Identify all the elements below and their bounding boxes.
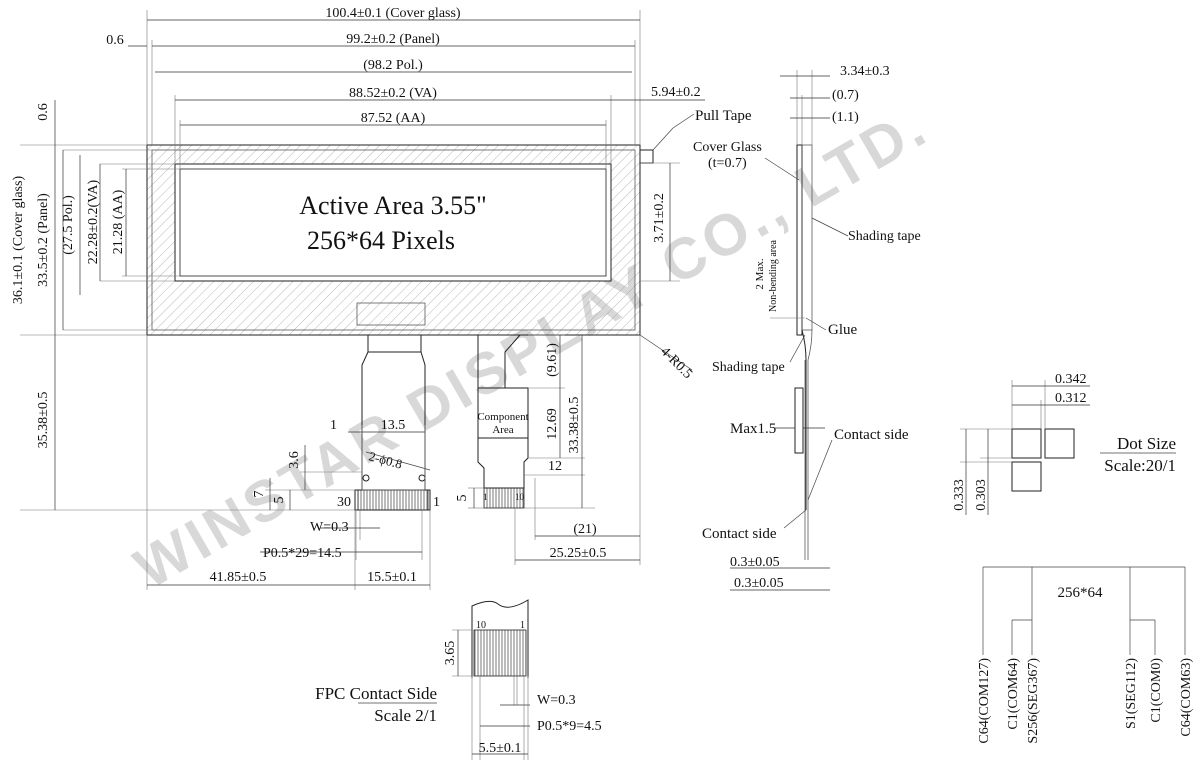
matrix-label-c1-com64: C1(COM64) [1006, 658, 1021, 730]
dim-21: (21) [573, 522, 597, 537]
cover-glass-thickness: (t=0.7) [708, 156, 747, 171]
active-area-label: Active Area 3.55" [299, 191, 487, 220]
matrix-title: 256*64 [1058, 585, 1104, 601]
shading-tape-top-label: Shading tape [848, 229, 921, 244]
dim-3-6: 3.6 [287, 451, 302, 469]
dim-1-1: (1.1) [832, 110, 859, 125]
max-2-label: 2 Max. [754, 258, 766, 289]
dim-3-65: 3.65 [443, 641, 458, 666]
dim-va-height: 22.28±0.2(VA) [86, 179, 101, 264]
active-area [179, 168, 607, 277]
dim-12-69: 12.69 [545, 408, 560, 440]
w-pitch-label: W=0.3 [310, 520, 349, 535]
dim-cover-glass-width: 100.4±0.1 (Cover glass) [325, 6, 461, 21]
dot-1 [1011, 428, 1042, 459]
dim-5: 5 [272, 497, 287, 504]
dim-0-3-a: 0.3±0.05 [730, 555, 780, 570]
pitch-total-label: P0.5*29=14.5 [263, 546, 342, 561]
dim-12: 12 [548, 459, 562, 474]
dim-1: 1 [330, 418, 337, 433]
dim-cover-glass-height: 36.1±0.1 (Cover glass) [11, 176, 26, 305]
dim-0-342: 0.342 [1055, 372, 1087, 387]
component-dim-5: 5 [455, 495, 470, 502]
front-view: Active Area 3.55" 256*64 Pixels 100.4±0.… [11, 6, 752, 511]
component-area-label: Component [477, 411, 528, 423]
dot-size-scale: Scale:20/1 [1104, 456, 1176, 475]
fpc-pitch-total: P0.5*9=4.5 [537, 719, 602, 734]
dim-7: 7 [252, 491, 267, 498]
dim-0-7: (0.7) [832, 88, 859, 103]
dim-panel-width: 99.2±0.2 (Panel) [346, 32, 440, 47]
pin-1-label: 1 [433, 495, 440, 510]
side-view: 3.34±0.3 (0.7) (1.1) Cover Glass (t=0.7)… [693, 64, 921, 591]
fpc-contact-pads [357, 489, 429, 511]
contact-side-right-label: Contact side [834, 427, 909, 443]
matrix-label-c64-com127: C64(COM127) [977, 658, 992, 744]
dim-aa-width: 87.52 (AA) [361, 111, 426, 126]
pixel-matrix-diagram: 256*64 C64(COM127) C1(COM64) S256(SEG367… [977, 566, 1194, 744]
dim-va-width: 88.52±0.2 (VA) [349, 86, 437, 101]
dim-0-3-b: 0.3±0.05 [734, 576, 784, 591]
dim-fpc-length: 35.38±0.5 [36, 392, 51, 449]
dim-offset-top: 0.6 [36, 103, 51, 121]
contact-side-left-label: Contact side [702, 526, 777, 542]
dim-right-offset: 3.71±0.2 [652, 193, 667, 243]
dim-5-5: 5.5±0.1 [479, 741, 522, 756]
dim-0-333: 0.333 [952, 479, 967, 511]
dim-offset-right: 5.94±0.2 [651, 85, 701, 100]
fpc-contact-title: FPC Contact Side [315, 684, 437, 703]
matrix-label-s1-seg112: S1(SEG112) [1124, 658, 1139, 729]
dim-25-25: 25.25±0.5 [550, 546, 607, 561]
dot-2 [1044, 428, 1075, 459]
max-1-5-label: Max1.5 [730, 421, 776, 437]
fpc-contact-pin-10: 10 [476, 620, 486, 631]
fpc-contact-pin-1: 1 [520, 620, 525, 631]
pixels-label: 256*64 Pixels [307, 226, 455, 255]
component-area-label-2: Area [492, 424, 513, 436]
fpc-w-pitch: W=0.3 [537, 693, 576, 708]
matrix-label-c64-com63: C64(COM63) [1179, 658, 1194, 737]
component-pin-10: 10 [515, 492, 525, 502]
component-section: Component Area 1 10 5 (9.61) 12.69 12 33… [455, 334, 641, 565]
component-area-box [477, 387, 529, 439]
dim-panel-height: 33.5±0.2 (Panel) [36, 193, 51, 287]
non-bending-label: Non-bending area [768, 239, 779, 311]
dim-15-5: 15.5±0.1 [367, 570, 417, 585]
corner-radius-label: 4-R0.5 [657, 344, 695, 382]
cover-glass-label: Cover Glass [693, 140, 762, 155]
dim-aa-height: 21.28 (AA) [111, 189, 126, 254]
dot-3 [1011, 461, 1042, 492]
dim-pol-width: (98.2 Pol.) [363, 58, 423, 73]
dim-3-34: 3.34±0.3 [840, 64, 890, 79]
dim-9-61: (9.61) [545, 343, 560, 377]
dim-33-38: 33.38±0.5 [567, 397, 582, 454]
dim-offset-left: 0.6 [106, 33, 124, 48]
matrix-label-s256-seg367: S256(SEG367) [1026, 658, 1041, 744]
dim-pol-height: (27.5 Pol.) [61, 195, 76, 255]
matrix-label-c1-com0: C1(COM0) [1149, 658, 1164, 723]
dim-0-303: 0.303 [974, 479, 989, 511]
fpc-contact-scale: Scale 2/1 [374, 706, 437, 725]
glue-label: Glue [828, 322, 858, 338]
component-pin-1: 1 [483, 492, 488, 502]
fpc-contact-side: 10 1 3.65 FPC Contact Side Scale 2/1 W=0… [315, 599, 602, 760]
dim-41-85: 41.85±0.5 [210, 570, 267, 585]
dot-size-detail: 0.342 0.312 0.333 0.303 Dot Size Scale:2… [952, 372, 1176, 515]
dot-size-title: Dot Size [1117, 434, 1176, 453]
fpc-detail: 2-ϕ0.8 13.5 1 3.6 7 5 30 1 W=0.3 P0.5*29… [146, 335, 440, 590]
dim-13-5: 13.5 [381, 418, 406, 433]
dim-0-312: 0.312 [1055, 391, 1087, 406]
pull-tape-label: Pull Tape [695, 108, 752, 124]
shading-tape-bottom-label: Shading tape [712, 360, 785, 375]
pin-30-label: 30 [337, 495, 351, 510]
